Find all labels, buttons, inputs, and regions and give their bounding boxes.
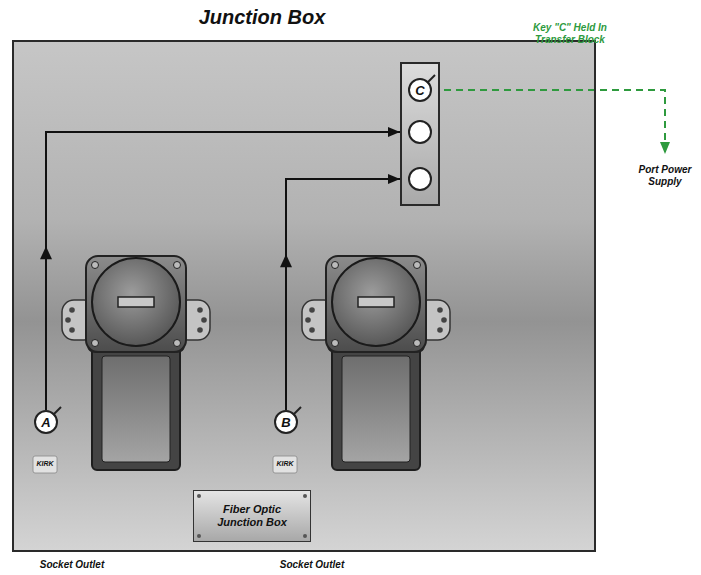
socket-outlet-symbol [302, 256, 450, 470]
kirk-logo-text: KIRK [36, 460, 53, 467]
node-text: B [281, 416, 290, 429]
node-text: A [41, 416, 50, 429]
transfer-block: C [400, 62, 440, 206]
junction-box-panel: Junction BoxCABFiber Optic Junction Box [12, 40, 596, 552]
panel-ground [13, 41, 595, 551]
direction-arrowhead [280, 254, 292, 267]
socket-outlet-label: Socket Outlet [280, 559, 344, 570]
node-content: A [36, 412, 56, 432]
edge-label: Key "C" Held In Transfer Block [527, 22, 613, 46]
socket-outlet-label: Socket Outlet [40, 559, 104, 570]
node-text: C [415, 84, 424, 97]
key-path-arrow [46, 132, 400, 410]
node-text: Port Power Supply [624, 164, 701, 188]
panel-title: Junction Box [150, 6, 374, 29]
screw [197, 494, 201, 498]
socket-outlet-symbol [62, 256, 210, 470]
port-power-supply: Port Power Supply [624, 156, 701, 196]
node-content: Fiber Optic Junction Box [194, 491, 310, 541]
kirk-logo-badge [273, 456, 297, 473]
node-content: Port Power Supply [624, 156, 701, 196]
kirk-logo-text: KIRK [276, 460, 293, 467]
direction-arrowhead [40, 246, 52, 259]
node-content: C [410, 80, 430, 100]
node-text: Fiber Optic Junction Box [210, 503, 294, 529]
screw [197, 534, 201, 538]
dashed-key-line [432, 90, 665, 154]
kirk-logo-badge [33, 456, 57, 473]
screw [303, 494, 307, 498]
screw [303, 534, 307, 538]
key-receptacle [408, 120, 432, 144]
key-circle: B [274, 410, 298, 434]
node-content [14, 42, 594, 550]
key-path-arrow [286, 179, 400, 410]
key-circle: C [408, 78, 432, 102]
key-receptacle [408, 167, 432, 191]
fiber-optic-box: Fiber Optic Junction Box [193, 490, 311, 542]
key-circle: A [34, 410, 58, 434]
node-content: B [276, 412, 296, 432]
